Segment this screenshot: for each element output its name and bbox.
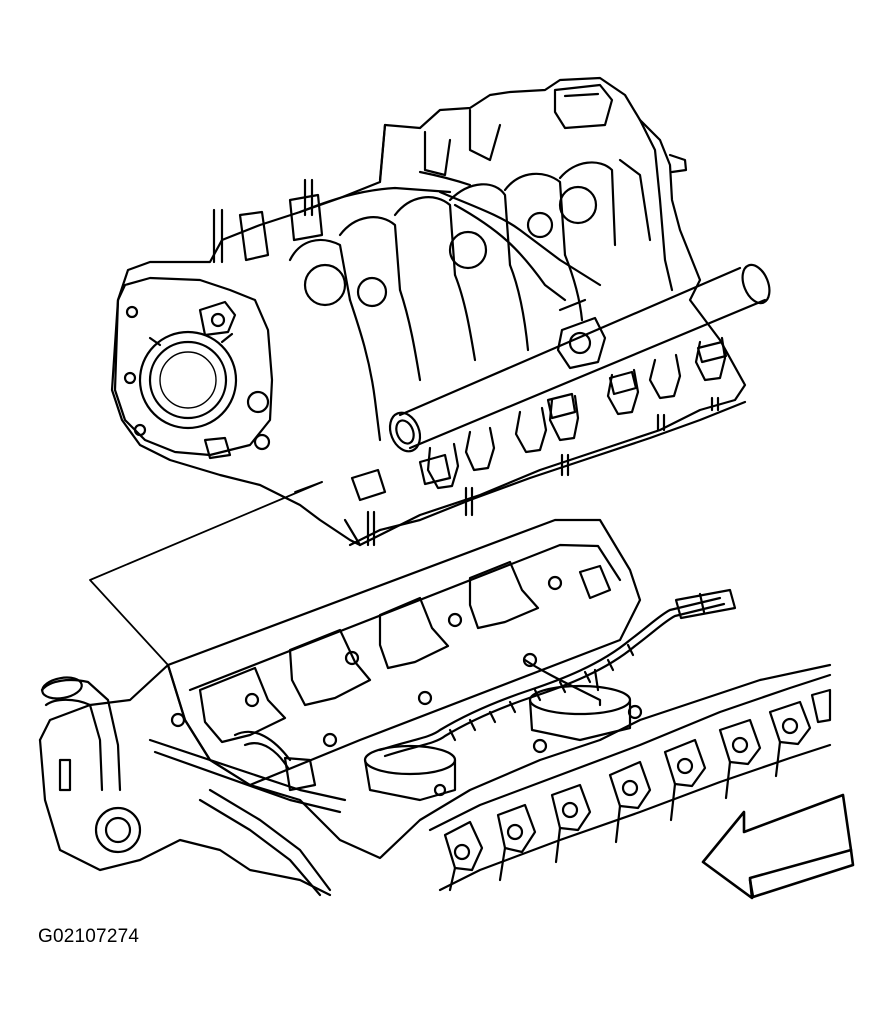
fuel-injectors <box>350 336 728 547</box>
wiring-harness <box>378 588 737 758</box>
cylinder-head-rockers <box>428 673 832 892</box>
fuel-rail <box>388 263 771 453</box>
intake-gasket <box>89 481 642 787</box>
throttle-body <box>113 276 274 460</box>
intake-manifold <box>110 76 747 547</box>
front-direction-arrow-icon <box>701 793 855 900</box>
figure-id-label: G02107274 <box>38 926 140 947</box>
engine-block <box>38 652 832 897</box>
